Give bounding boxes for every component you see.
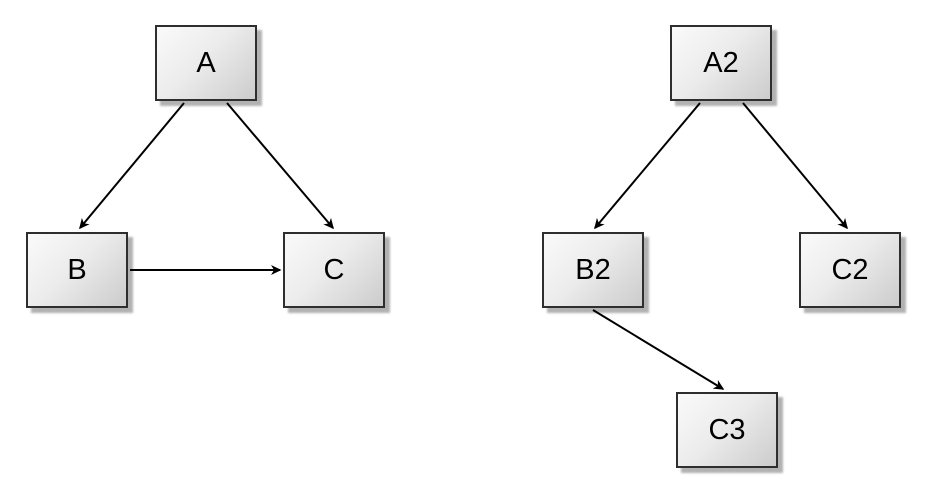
- node-A2-label: A2: [703, 46, 739, 79]
- node-C3-label: C3: [708, 413, 746, 446]
- edge-B2-C3: [592, 309, 725, 390]
- node-A[interactable]: A: [155, 25, 257, 101]
- node-C-label: C: [323, 253, 345, 286]
- node-C3[interactable]: C3: [676, 392, 778, 468]
- node-B2[interactable]: B2: [542, 232, 644, 308]
- edge-A2-B2: [594, 102, 701, 230]
- node-A-label: A: [196, 46, 216, 79]
- node-A2[interactable]: A2: [670, 25, 772, 101]
- node-B-label: B: [67, 253, 87, 286]
- node-C2[interactable]: C2: [799, 232, 901, 308]
- edge-A-C: [226, 102, 334, 230]
- node-C[interactable]: C: [283, 232, 385, 308]
- node-B2-label: B2: [575, 253, 611, 286]
- edge-A2-C2: [742, 102, 848, 230]
- edge-A-B: [79, 102, 185, 230]
- node-B[interactable]: B: [26, 232, 128, 308]
- node-C2-label: C2: [831, 253, 869, 286]
